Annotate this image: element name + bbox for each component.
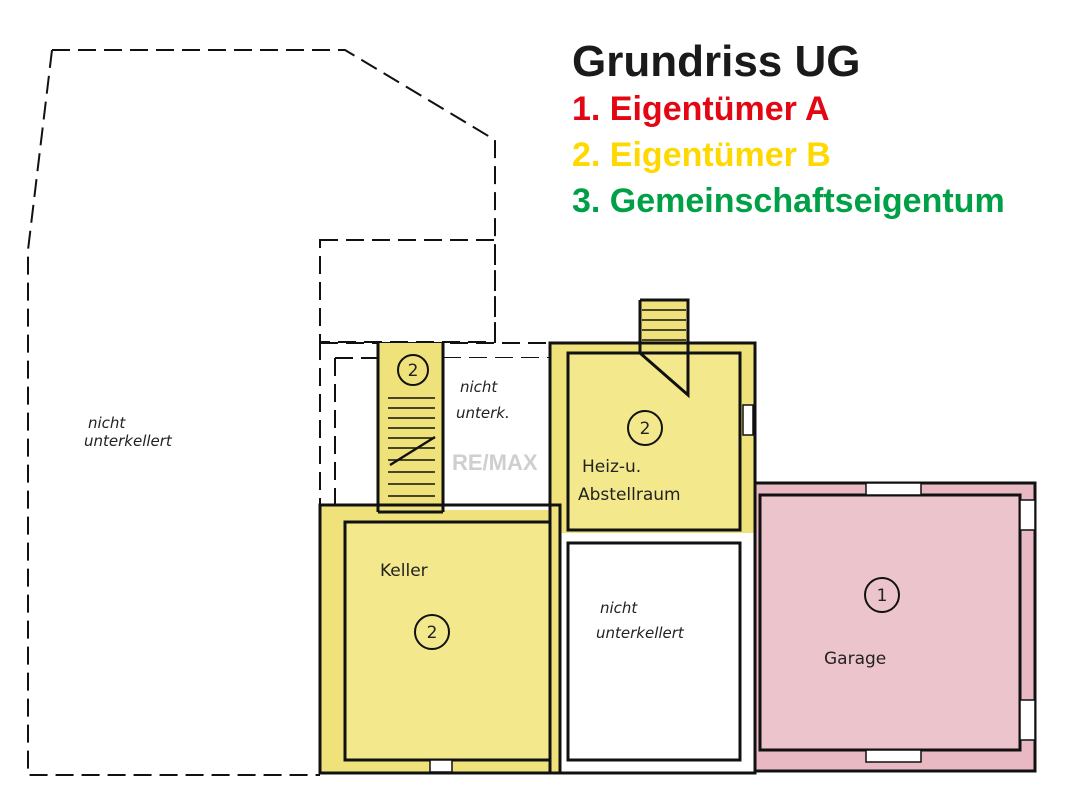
svg-text:2: 2 — [408, 361, 419, 381]
owner-marker-garage: 1 — [864, 577, 900, 613]
outline-annex-lower — [319, 342, 550, 505]
keller-outer-wall — [318, 503, 562, 775]
svg-text:1: 1 — [877, 586, 888, 606]
label-middle-area-2: unterkellert — [596, 624, 685, 642]
outline-annex — [319, 239, 496, 343]
outline-nicht-unterkellert-left — [27, 49, 496, 776]
chimney — [638, 298, 690, 399]
legend-title: Grundriss UG — [572, 37, 861, 86]
svg-text:2: 2 — [640, 419, 651, 439]
label-left-area-1: nicht — [88, 414, 126, 432]
middle-inner-wall — [566, 541, 742, 762]
legend: Grundriss UG 1. Eigentümer A 2. Eigentüm… — [572, 40, 1005, 230]
stair-walls — [376, 343, 445, 514]
label-keller: Keller — [380, 561, 428, 581]
svg-text:2: 2 — [427, 623, 438, 643]
owner-marker-heiz: 2 — [627, 410, 663, 446]
window — [865, 482, 922, 496]
label-small-area-2: unterk. — [456, 404, 510, 422]
legend-item-owner-a: 1. Eigentümer A — [572, 90, 830, 128]
legend-item-owner-b: 2. Eigentümer B — [572, 136, 831, 174]
label-garage: Garage — [824, 649, 886, 669]
window — [742, 404, 754, 436]
middle-inner — [568, 543, 740, 760]
heiz-inner-wall — [566, 351, 742, 532]
chimney-steps — [642, 309, 686, 341]
legend-item-common: 3. Gemeinschaftseigentum — [572, 182, 1005, 220]
small-area-inner — [443, 358, 550, 510]
window — [865, 749, 922, 763]
label-left-area-2: unterkellert — [84, 432, 173, 450]
window — [429, 759, 453, 773]
owner-marker-keller: 2 — [414, 614, 450, 650]
label-middle-area-1: nicht — [600, 599, 638, 617]
garage-inner-fill — [760, 495, 1020, 750]
window — [1019, 499, 1036, 531]
label-small-area-1: nicht — [460, 378, 498, 396]
stair-treads — [388, 397, 436, 497]
watermark: RE/MAX — [452, 450, 538, 475]
label-heiz-2: Abstellraum — [578, 485, 681, 505]
label-heiz-1: Heiz-u. — [582, 457, 641, 477]
owner-marker-stair: 2 — [397, 354, 429, 386]
window — [1019, 699, 1036, 741]
